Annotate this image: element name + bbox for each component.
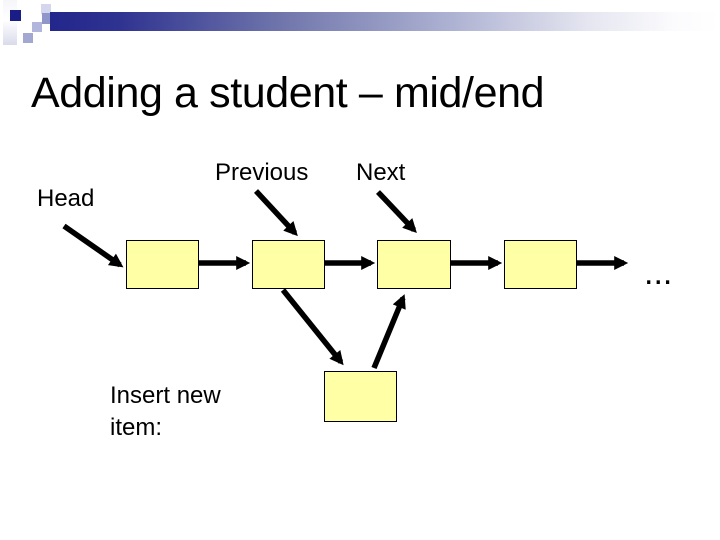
decoration-navy-square [10, 10, 21, 21]
decoration-pale-square [41, 4, 51, 14]
slide-title: Adding a student – mid/end [31, 69, 545, 117]
arrow-previous-to-node-2 [253, 189, 298, 237]
insert-new-item-label: Insert new item: [110, 380, 221, 444]
list-node-2 [252, 240, 325, 289]
list-continuation-ellipsis: ... [644, 254, 673, 292]
decoration-light-square [23, 33, 33, 43]
decoration-gradient-strip [3, 0, 17, 45]
next-pointer-label: Next [356, 159, 406, 186]
decoration-mid-square [32, 22, 42, 32]
head-pointer-label: Head [37, 185, 95, 212]
insert-label-line-2: item: [110, 414, 163, 441]
arrow-new-item-to-node-3 [371, 294, 406, 370]
previous-pointer-label: Previous [215, 159, 309, 186]
list-node-1 [126, 240, 199, 289]
decoration-slate-square [42, 13, 53, 24]
arrow-head-to-node-1 [62, 223, 124, 268]
list-node-3 [377, 240, 451, 289]
insert-label-line-1: Insert new [110, 382, 221, 409]
new-item-node [324, 371, 397, 422]
arrow-next-to-node-3 [376, 190, 417, 234]
arrow-node-2-to-new-item [280, 288, 344, 366]
decoration-title-bar [50, 12, 720, 31]
list-node-4 [504, 240, 577, 289]
